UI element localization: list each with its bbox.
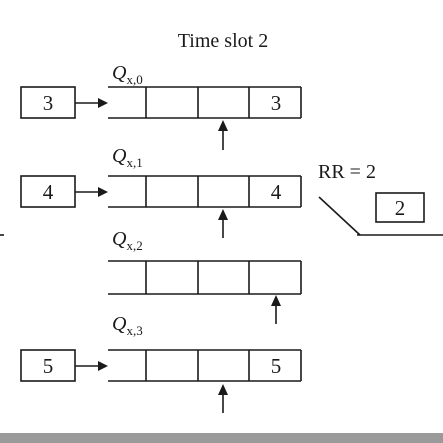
queue-0-label: Qx,0	[112, 62, 143, 87]
diagram-title: Time slot 2	[178, 30, 268, 52]
rr-output-box	[375, 192, 425, 223]
queue-3-cell-3: 5	[271, 354, 282, 378]
queue-2: Qx,2	[108, 228, 302, 324]
queue-1: Qx,1 4 4	[20, 145, 302, 238]
queue-1-cell-3: 4	[271, 180, 282, 204]
queue-0-pointer-head	[218, 120, 228, 131]
rr-output-value: 2	[395, 196, 406, 220]
queue-3-label: Qx,3	[112, 313, 143, 338]
queue-0-input-value: 3	[43, 91, 54, 115]
round-robin-selector: RR = 2 2	[318, 161, 443, 236]
bottom-border-band	[0, 433, 443, 443]
queue-1-label: Qx,1	[112, 145, 143, 170]
queue-0-cell-3: 3	[271, 91, 282, 115]
queue-1-input-arrow-head	[98, 187, 108, 197]
queue-3-input-arrow-head	[98, 361, 108, 371]
rr-switch-arm	[318, 196, 361, 236]
queue-3-pointer-head	[218, 384, 228, 395]
queue-2-pointer-head	[271, 295, 281, 306]
queue-2-label: Qx,2	[112, 228, 143, 253]
queue-1-input-value: 4	[43, 180, 54, 204]
queue-0-input-arrow-head	[98, 98, 108, 108]
queue-3: Qx,3 5 5	[20, 313, 302, 413]
rr-label: RR = 2	[318, 161, 376, 183]
queue-3-input-value: 5	[43, 354, 54, 378]
queue-1-pointer-head	[218, 209, 228, 220]
queue-0: Qx,0 3 3	[20, 62, 302, 150]
